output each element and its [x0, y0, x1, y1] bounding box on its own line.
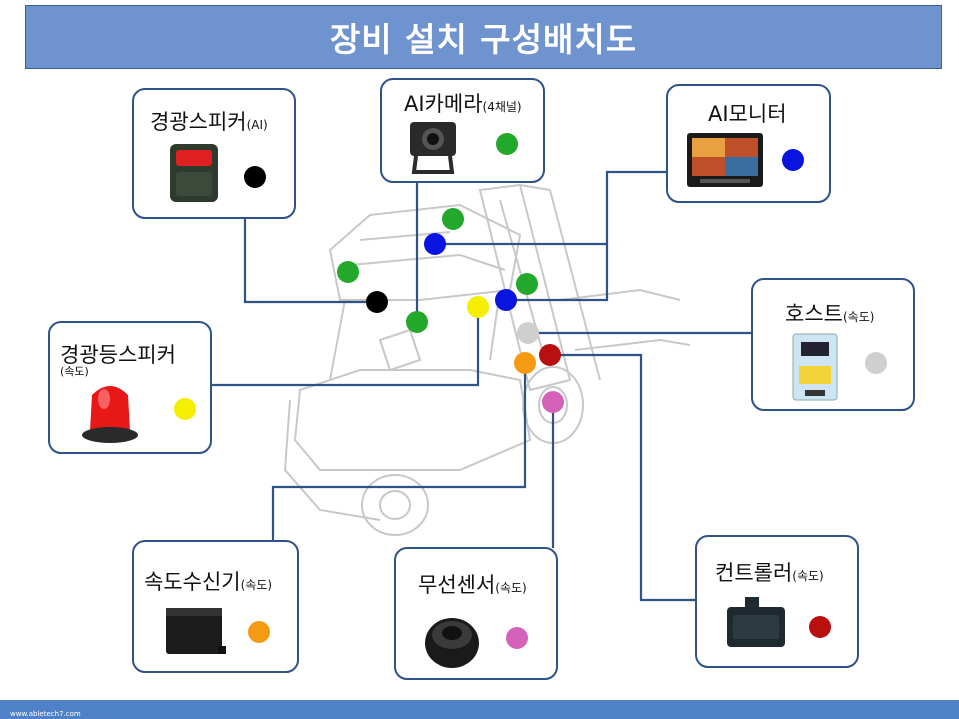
card-speed-receiver-label: 속도수신기: [144, 570, 241, 594]
card-warning-light-speaker: 경광등스피커 (속도): [48, 321, 212, 454]
card-host-label: 호스트: [785, 302, 843, 326]
page-title: 장비 설치 구성배치도: [25, 5, 942, 69]
card-host-dot: [865, 352, 887, 374]
card-warning-light-label: 경광등스피커: [60, 343, 176, 367]
card-speed-receiver: 속도수신기(속도): [132, 540, 299, 673]
forklift-dot-blue-top: [424, 233, 446, 255]
card-ai-camera-sub: (4채널): [482, 100, 522, 114]
card-wireless-sensor-dot: [506, 627, 528, 649]
card-ai-camera-label: AI카메라: [404, 92, 483, 116]
card-host-sub: (속도): [842, 310, 875, 324]
card-warning-light-sub: (속도): [60, 365, 89, 378]
card-speed-receiver-sub: (속도): [240, 578, 273, 592]
forklift-dot-blue-mid: [495, 289, 517, 311]
receiver-box-icon: [166, 608, 226, 654]
card-ai-monitor: AI모니터: [666, 84, 831, 203]
beacon-light-icon: [82, 386, 138, 443]
card-controller: 컨트롤러(속도): [695, 535, 859, 668]
connector-lines: [210, 170, 752, 602]
card-ai-camera-dot: [496, 133, 518, 155]
forklift-dot-gray: [517, 322, 539, 344]
forklift-illustration: [283, 183, 691, 536]
host-box-icon: [792, 333, 838, 401]
controller-box-icon: [727, 597, 785, 647]
forklift-dot-green-bottom: [406, 311, 428, 333]
card-controller-label: 컨트롤러: [715, 561, 793, 585]
card-controller-dot: [809, 616, 831, 638]
card-host: 호스트(속도): [751, 278, 915, 411]
card-warning-light-dot: [174, 398, 196, 420]
camera-icon: [410, 122, 456, 174]
card-warning-speaker-ai: 경광스피커(AI): [132, 88, 296, 219]
card-controller-sub: (속도): [792, 569, 824, 583]
card-wireless-sensor: 무선센서(속도): [394, 547, 558, 680]
warning-speaker-icon: [170, 144, 218, 202]
forklift-dot-yellow: [467, 296, 489, 318]
card-wireless-sensor-sub: (속도): [495, 581, 527, 595]
footer-bar: www.abletech7.com: [0, 700, 959, 719]
card-warning-speaker-dot: [244, 166, 266, 188]
wheel-sensor-icon: [425, 618, 479, 668]
card-warning-speaker-label: 경광스피커: [150, 110, 247, 134]
footer-url: www.abletech7.com: [10, 710, 81, 718]
card-ai-camera: AI카메라(4채널): [380, 78, 545, 183]
card-warning-speaker-sub: (AI): [246, 118, 268, 132]
forklift-dot-black: [366, 291, 388, 313]
monitor-icon: [687, 133, 763, 187]
card-wireless-sensor-label: 무선센서: [418, 573, 496, 597]
forklift-dot-orange: [514, 352, 536, 374]
forklift-dot-red: [539, 344, 561, 366]
forklift-dot-green-left: [337, 261, 359, 283]
card-ai-monitor-label: AI모니터: [708, 102, 787, 126]
card-speed-receiver-dot: [248, 621, 270, 643]
forklift-dot-pink: [542, 391, 564, 413]
forklift-dot-green-top: [442, 208, 464, 230]
forklift-dot-green-right: [516, 273, 538, 295]
card-ai-monitor-dot: [782, 149, 804, 171]
